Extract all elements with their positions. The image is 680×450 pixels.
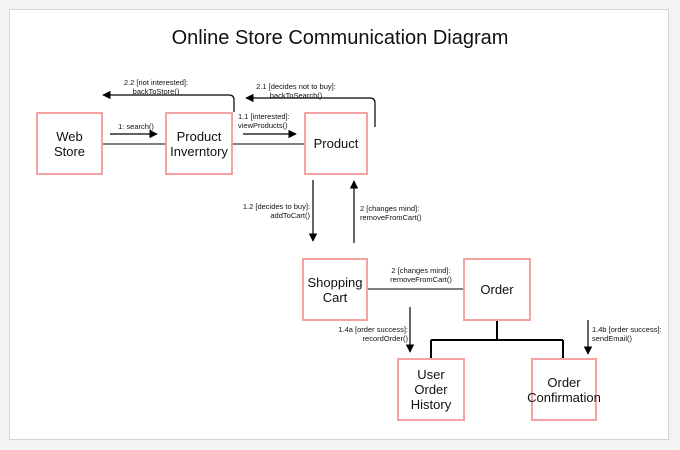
node-product: Product <box>304 112 368 175</box>
node-user-order-history: User Order History <box>397 358 465 421</box>
arrow-back-to-store <box>102 90 235 112</box>
message-back-to-store: 2.2 [not interested]: backToStore() <box>123 78 189 96</box>
node-order-confirmation: Order Confirmation <box>527 358 601 421</box>
node-web-store: Web Store <box>36 112 103 175</box>
message-remove-from-cart-up: 2 [changes mind]: removeFromCart() <box>360 204 422 222</box>
message-view-products: 1.1 [interested]: viewProducts() <box>238 112 290 130</box>
message-search: 1: search() <box>118 122 154 131</box>
message-remove-from-cart-side: 2 [changes mind]: removeFromCart() <box>390 266 452 284</box>
diagram-title: Online Store Communication Diagram <box>171 27 509 49</box>
message-add-to-cart: 1.2 [decides to buy]: addToCart() <box>242 202 310 220</box>
message-record-order: 1.4a [order success]: recordOrder() <box>338 325 408 343</box>
message-back-to-search: 2.1 [decides not to buy]: backToSearch() <box>256 82 336 100</box>
message-send-email: 1.4b [order success]: sendEmail() <box>592 325 662 343</box>
node-order: Order <box>463 258 531 321</box>
node-shopping-cart: Shopping Cart <box>302 258 368 321</box>
arrow-back-to-search <box>245 93 376 127</box>
node-product-inventory: Product Inverntory <box>165 112 233 175</box>
